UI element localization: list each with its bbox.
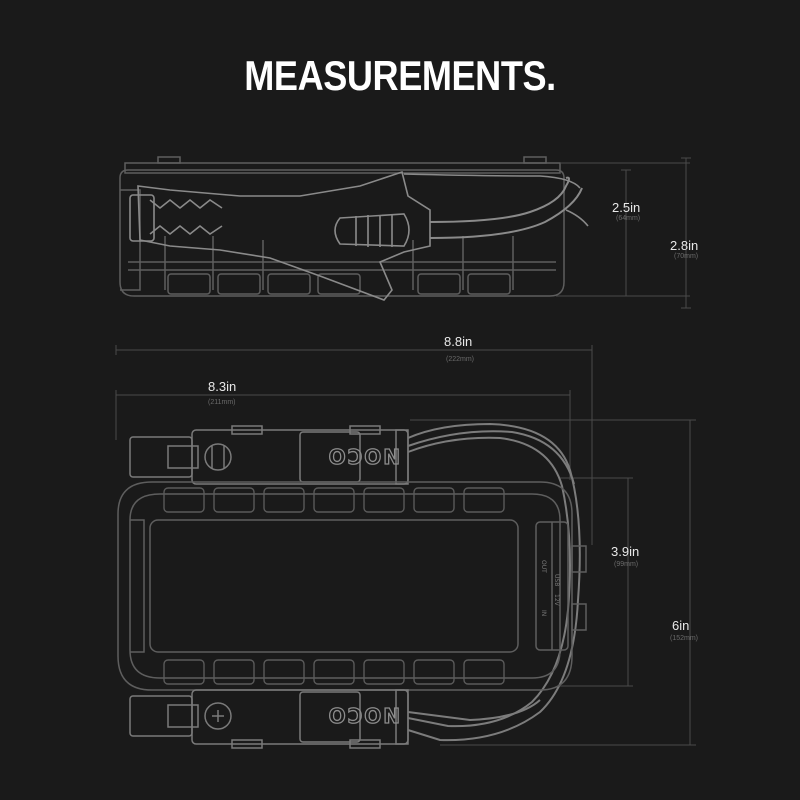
side-dimension-lines bbox=[556, 157, 691, 309]
page-title: MEASUREMENTS. bbox=[244, 52, 556, 99]
top-dimension-lines bbox=[115, 345, 696, 746]
top-width-body-metric: (99mm) bbox=[614, 561, 638, 568]
bottom-clamp-logo: NOCO bbox=[327, 703, 400, 727]
port-label-12v: 12V bbox=[553, 594, 560, 607]
port-label-in: IN bbox=[540, 610, 547, 616]
port-labels: OUT IN USB 12V bbox=[540, 560, 560, 616]
side-height-body-label: 2.5in bbox=[612, 200, 640, 215]
side-height-total-metric: (70mm) bbox=[674, 253, 698, 260]
top-length-total-label: 8.8in bbox=[444, 334, 472, 349]
top-view-body bbox=[117, 481, 587, 691]
top-length-body-label: 8.3in bbox=[208, 379, 236, 394]
top-length-body-metric: (211mm) bbox=[208, 399, 235, 406]
side-view-device bbox=[119, 156, 565, 297]
side-view-clamp bbox=[129, 170, 589, 301]
top-width-total-metric: (152mm) bbox=[670, 635, 698, 642]
top-clamp-logo: NOCO bbox=[327, 444, 400, 468]
top-length-total-metric: (222mm) bbox=[446, 356, 474, 363]
port-label-out: OUT bbox=[540, 560, 547, 573]
side-height-body-metric: (64mm) bbox=[616, 215, 640, 222]
port-label-usb: USB bbox=[553, 574, 560, 586]
top-width-total-label: 6in bbox=[672, 618, 689, 633]
side-height-total-label: 2.8in bbox=[670, 238, 698, 253]
top-clamp bbox=[129, 425, 409, 485]
top-view-cables bbox=[407, 422, 581, 742]
bottom-clamp bbox=[129, 689, 409, 749]
top-width-body-label: 3.9in bbox=[611, 544, 639, 559]
